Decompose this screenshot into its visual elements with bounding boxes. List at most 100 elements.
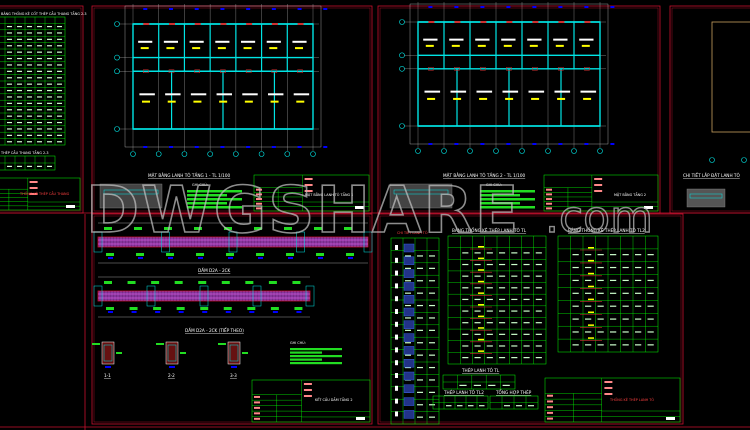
table-cell-value (462, 263, 469, 266)
lintel-list-title: CHI TIẾT LANH TÔ (397, 229, 428, 235)
bar-label (478, 315, 484, 318)
steel-tables (0, 16, 659, 425)
table-cell-value (405, 366, 411, 369)
lintel-section-thumb (403, 295, 415, 304)
list-icon (395, 283, 398, 289)
door (168, 69, 175, 73)
lintel-tag (166, 47, 175, 50)
table-cell-value (27, 121, 32, 124)
table-cell-value (523, 310, 530, 312)
table-cell-value (27, 102, 32, 104)
grid-bubble (441, 148, 447, 154)
plan-1-notes-label: GHI CHÚ: (192, 182, 208, 187)
table-cell-value (429, 329, 435, 331)
lintel-label (424, 90, 441, 93)
window (143, 23, 150, 25)
title-block-stamp (66, 205, 75, 208)
table-cell-value (585, 254, 592, 256)
table-cell-value (462, 287, 469, 289)
table-cell-value (17, 121, 22, 124)
table-cell-value (511, 310, 518, 312)
table-cell-value (429, 317, 435, 319)
rebar-tag (247, 307, 256, 310)
door (143, 69, 149, 73)
title-block-tag (604, 387, 613, 389)
list-icon (395, 309, 398, 314)
note-line (290, 348, 342, 351)
table-cell-value (429, 416, 435, 418)
watermark-brand: DWGSHARE (86, 174, 520, 248)
list-icon (395, 245, 398, 250)
dimension-mark (246, 8, 251, 10)
table-cell-value (462, 298, 469, 301)
sheet-border (669, 5, 750, 214)
dimension-mark (225, 311, 231, 313)
dimension-mark (558, 6, 563, 8)
window (454, 21, 461, 23)
column (305, 285, 315, 307)
lintel-section-thumb (403, 384, 415, 393)
table-cell-value (597, 292, 604, 294)
table-cell-value (523, 333, 530, 335)
dimension-mark (131, 311, 137, 313)
table-cell-value (17, 77, 22, 79)
rebar-tag (245, 281, 254, 284)
bar-label (478, 304, 484, 306)
section-tag (116, 352, 122, 354)
section-stirrup (167, 344, 177, 362)
lintel-label (189, 40, 204, 43)
rebar-tag (164, 227, 172, 230)
title-block-tag (256, 202, 262, 205)
table-cell-value (417, 342, 423, 344)
lintel-tag (453, 97, 462, 100)
table-cell-value (47, 57, 52, 60)
table-cell-value (429, 280, 435, 282)
table-cell-value (474, 333, 481, 335)
bar-label (588, 285, 594, 288)
lintel-label (138, 40, 153, 43)
dimension-mark (271, 8, 276, 10)
table-cell-value (610, 318, 617, 320)
note-line (187, 202, 227, 205)
table-cell-value (523, 298, 530, 301)
table-cell-value (622, 266, 629, 269)
lintel-tag (477, 44, 486, 47)
table-cell-value (511, 252, 518, 254)
table-cell-value (7, 89, 12, 92)
table-cell-value (17, 32, 22, 34)
lintel-tag (243, 47, 252, 50)
title-block (0, 177, 81, 211)
rebar-tag (224, 227, 232, 230)
table-cell-value (17, 57, 22, 60)
table-cell-value (7, 45, 12, 47)
table-cell-value (57, 83, 62, 85)
title-block-tag (604, 381, 613, 383)
rebar-tag (153, 307, 162, 310)
window (194, 23, 201, 25)
table-cell-value (523, 287, 530, 289)
table-cell-value (610, 344, 617, 346)
lintel-detail-bar (689, 193, 723, 199)
title-block-tag (304, 178, 313, 180)
plan-1-title: MẶT BẰNG LANH TÔ TẦNG 1 - TL 1/100 (148, 173, 230, 178)
table-cell-value (486, 263, 493, 266)
table-cell-value (647, 344, 654, 346)
dimension-mark (169, 146, 173, 148)
lintel-label (450, 90, 467, 93)
table-cell-value (417, 416, 423, 418)
dimension-mark (348, 257, 353, 259)
table-cell-value (429, 391, 435, 393)
table-cell-value (622, 279, 629, 282)
lintel-label (163, 40, 178, 43)
table-cell-value (37, 128, 42, 130)
grid-bubble (130, 151, 136, 157)
rebar-tag (174, 281, 183, 284)
table-cell-value (486, 322, 493, 324)
table-cell-value (647, 279, 654, 282)
title-block-tag (256, 198, 262, 201)
lintel-section-thumb (403, 243, 415, 253)
table-cell-value (7, 51, 12, 53)
lintel-tag (269, 47, 278, 50)
dimension-mark (318, 257, 323, 259)
